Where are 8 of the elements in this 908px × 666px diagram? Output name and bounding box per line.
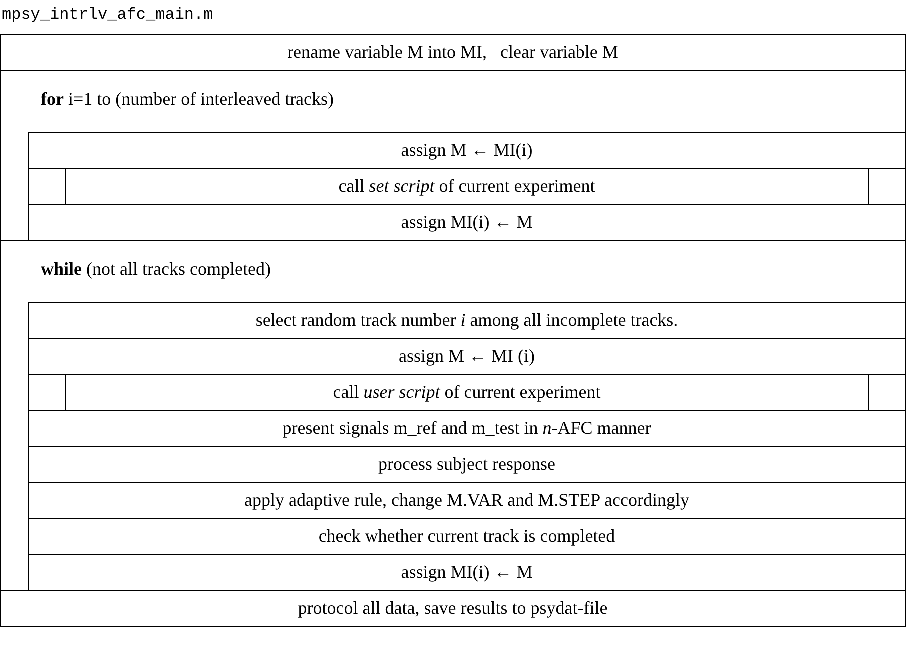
loop-block bbox=[0, 70, 906, 241]
statement-row: protocol all data, save results to psydat-file bbox=[0, 590, 906, 627]
loop-header: while (not all tracks completed) bbox=[41, 259, 271, 280]
loop-block bbox=[0, 240, 906, 591]
statement-row: select random track number i among all incomplete tracks. bbox=[28, 302, 906, 339]
statement-row: rename variable M into MI, clear variable M bbox=[0, 34, 906, 71]
file-name-title: mpsy_intrlv_afc_main.m bbox=[2, 6, 214, 24]
loop-header: for i=1 to (number of interleaved tracks) bbox=[41, 89, 334, 110]
